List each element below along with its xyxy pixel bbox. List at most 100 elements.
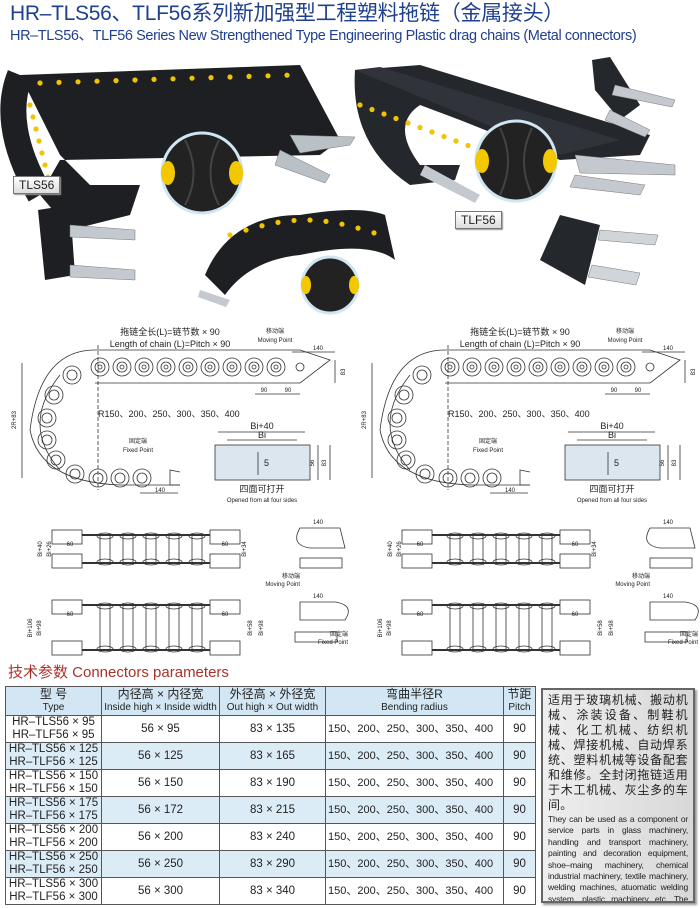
tlf56-end-bracket-photo xyxy=(540,57,676,286)
drawing-label: Bi+40 xyxy=(38,541,44,557)
outside-cell: 83 × 290 xyxy=(219,850,326,878)
rivet-dot xyxy=(259,223,265,229)
drawing-label: 拖链全长(L)=链节数 × 90 xyxy=(470,326,570,337)
drawing-label: Bi+98 xyxy=(259,620,265,636)
drawing-label: 5 xyxy=(614,458,619,468)
drawing-label: 固定端 xyxy=(330,630,348,638)
drawing-label: 移动端 xyxy=(632,572,650,580)
rivet-dot xyxy=(381,111,387,117)
drawing-label: 140 xyxy=(663,346,674,352)
rivet-dot xyxy=(355,225,361,231)
column-header-en: Bending radius xyxy=(381,702,448,713)
drawing-label: 60 xyxy=(67,542,74,548)
drawing-label: 140 xyxy=(663,594,674,600)
rivet-dot xyxy=(94,78,100,84)
radius-cell: 150、200、250、300、350、400 xyxy=(325,850,504,878)
column-header-en: Out high × Out width xyxy=(226,702,319,713)
rivet-dot xyxy=(393,115,399,122)
drawing-label: 140 xyxy=(313,520,324,526)
inside-cell: 56 × 250 xyxy=(101,850,220,878)
drawing-label: 60 xyxy=(417,542,424,548)
type-tlf: HR–TLF56 × 125 xyxy=(9,756,98,768)
pitch-cell: 90 xyxy=(503,850,536,878)
drawing-label: Bi+98 xyxy=(387,620,393,636)
radius-cell: 150、200、250、300、350、400 xyxy=(325,823,504,851)
drawing-label: Length of chain (L)=Pitch × 90 xyxy=(460,339,581,349)
radius-cell: 150、200、250、300、350、400 xyxy=(325,769,504,797)
inside-cell: 56 × 150 xyxy=(101,769,220,797)
column-header-cn: 外径高 × 外径宽 xyxy=(229,687,316,701)
drawing-label: 140 xyxy=(505,488,516,494)
drawing-label: Bi+40 xyxy=(388,541,394,557)
drawing-label: 拖链全长(L)=链节数 × 90 xyxy=(120,326,220,337)
drawing-label: 83 xyxy=(322,459,328,466)
drawing-label: 90 xyxy=(285,388,292,394)
type-tls: HR–TLS56 × 250 xyxy=(8,851,99,864)
rivet-dot xyxy=(465,142,471,149)
inside-cell: 56 × 95 xyxy=(101,715,220,743)
drawing-label: 60 xyxy=(572,612,579,618)
drawing-label: 四面可打开 xyxy=(589,483,634,494)
drawing-label: 固定端 xyxy=(680,630,698,638)
outside-cell: 83 × 215 xyxy=(219,796,326,824)
drawing-label: Fixed Point xyxy=(473,448,503,454)
page-title: HR–TLS56、TLF56系列新加强型工程塑料拖链（金属接头） xyxy=(10,2,564,25)
rivet-dot xyxy=(284,72,290,78)
rivet-dot xyxy=(357,102,363,108)
type-tlf: HR–TLF56 × 95 xyxy=(12,729,95,741)
drawing-label: Bi xyxy=(258,430,266,440)
drawing-label: 移动端 xyxy=(266,327,284,335)
drawing-label: 140 xyxy=(313,594,324,600)
rivet-dot xyxy=(246,73,252,79)
inside-cell: 56 × 300 xyxy=(101,877,220,905)
column-header-cn: 型 号 xyxy=(39,687,68,701)
drawing-label: 60 xyxy=(417,612,424,618)
tls56-end-bracket-photo xyxy=(38,205,136,281)
type-tls: HR–TLS56 × 95 xyxy=(12,716,95,729)
drawing-label: 140 xyxy=(663,520,674,526)
column-header-en: Type xyxy=(42,702,65,713)
column-header-en: Inside high × Inside width xyxy=(104,702,217,713)
drawing-label: 56 xyxy=(310,459,316,466)
rivet-dot xyxy=(27,102,33,108)
type-tlf: HR–TLF56 × 300 xyxy=(9,891,98,903)
product-photos xyxy=(0,57,676,315)
rivet-dot xyxy=(227,232,233,238)
radius-cell: 150、200、250、300、350、400 xyxy=(325,877,504,905)
drawing-label: Bi xyxy=(608,430,616,440)
rivet-dot xyxy=(405,120,411,126)
drawing-label: Moving Point xyxy=(258,338,293,344)
drawing-label: Bi+106 xyxy=(378,618,384,638)
outside-cell: 83 × 135 xyxy=(219,715,326,743)
drawing-label: 60 xyxy=(67,612,74,618)
rivet-dot xyxy=(113,78,119,84)
rivet-dot xyxy=(275,219,281,225)
drawing-label: 移动端 xyxy=(616,327,634,335)
type-tlf: HR–TLF56 × 250 xyxy=(9,864,98,876)
drawing-label: Bi+34 xyxy=(592,541,598,557)
rivet-dot xyxy=(243,227,249,233)
column-header-cn: 内径高 × 内径宽 xyxy=(117,687,204,701)
drawing-label: R150、200、250、300、350、400 xyxy=(448,409,590,419)
rivet-dot xyxy=(132,77,138,83)
rivet-dot xyxy=(37,80,43,86)
drawing-label: Bi+58 xyxy=(598,620,604,636)
description-cn: 适用于玻璃机械、搬动机械、涂装设备、制鞋机械、化工机械、纺织机械、焊接机械、自动… xyxy=(548,693,688,812)
column-header-cn: 弯曲半径R xyxy=(386,687,443,701)
drawing-label: 5 xyxy=(264,458,269,468)
